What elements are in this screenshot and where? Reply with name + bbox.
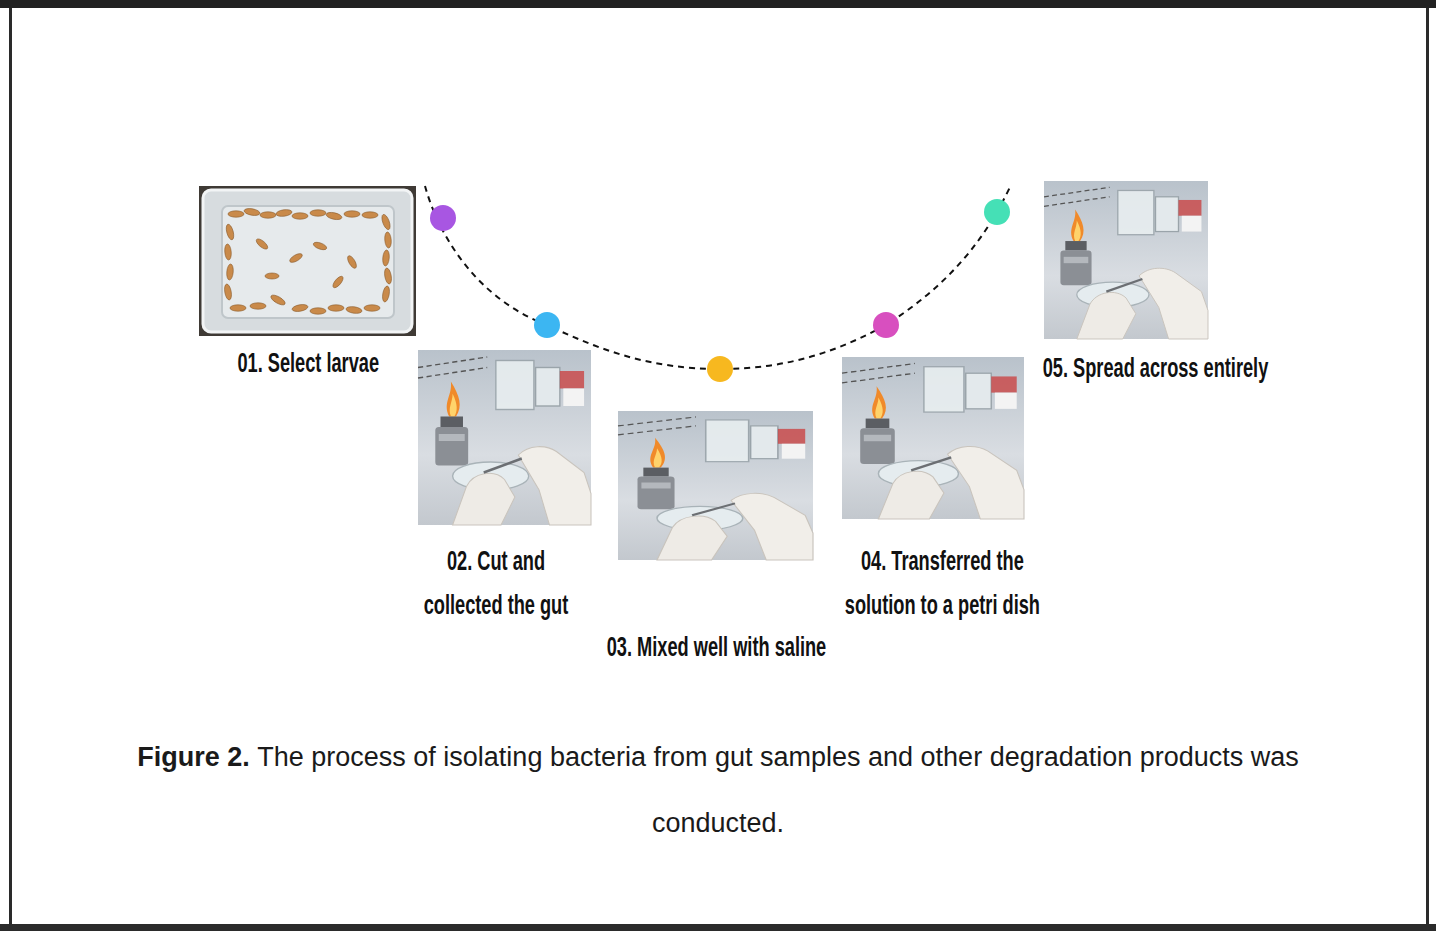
caption-text: The process of isolating bacteria from g… [257,742,1299,838]
process-step: 03. Mixed well with saline [580,625,853,669]
lab-photo [418,350,591,525]
lab-photo [1044,181,1208,339]
figure-caption: Figure 2.The process of isolating bacter… [128,724,1308,856]
process-step: 04. Transferred the solution to a petri … [840,539,1045,627]
process-step: 02. Cut and collected the gut [418,539,574,627]
step-dot [430,205,456,231]
frame-bar [0,924,1436,931]
larvae-photo [199,186,416,336]
step-label: 05. Spread across entirely [1019,346,1292,390]
step-label: 04. Transferred the solution to a petri … [840,539,1045,627]
step-label: 02. Cut and collected the gut [418,539,574,627]
step-dot [707,356,733,382]
process-curve [425,186,1010,369]
frame-edge [9,8,12,924]
lab-photo [842,357,1024,519]
step-dot [984,199,1010,225]
step-dot [534,312,560,338]
figure-number: Figure 2. [137,742,250,772]
lab-photo [618,411,813,560]
step-label: 01. Select larvae [201,341,416,385]
step-label: 03. Mixed well with saline [580,625,853,669]
process-step: 01. Select larvae [201,341,416,385]
process-step: 05. Spread across entirely [1019,346,1292,390]
frame-bar [0,0,1436,8]
step-dot [873,312,899,338]
frame-edge [1426,8,1429,924]
